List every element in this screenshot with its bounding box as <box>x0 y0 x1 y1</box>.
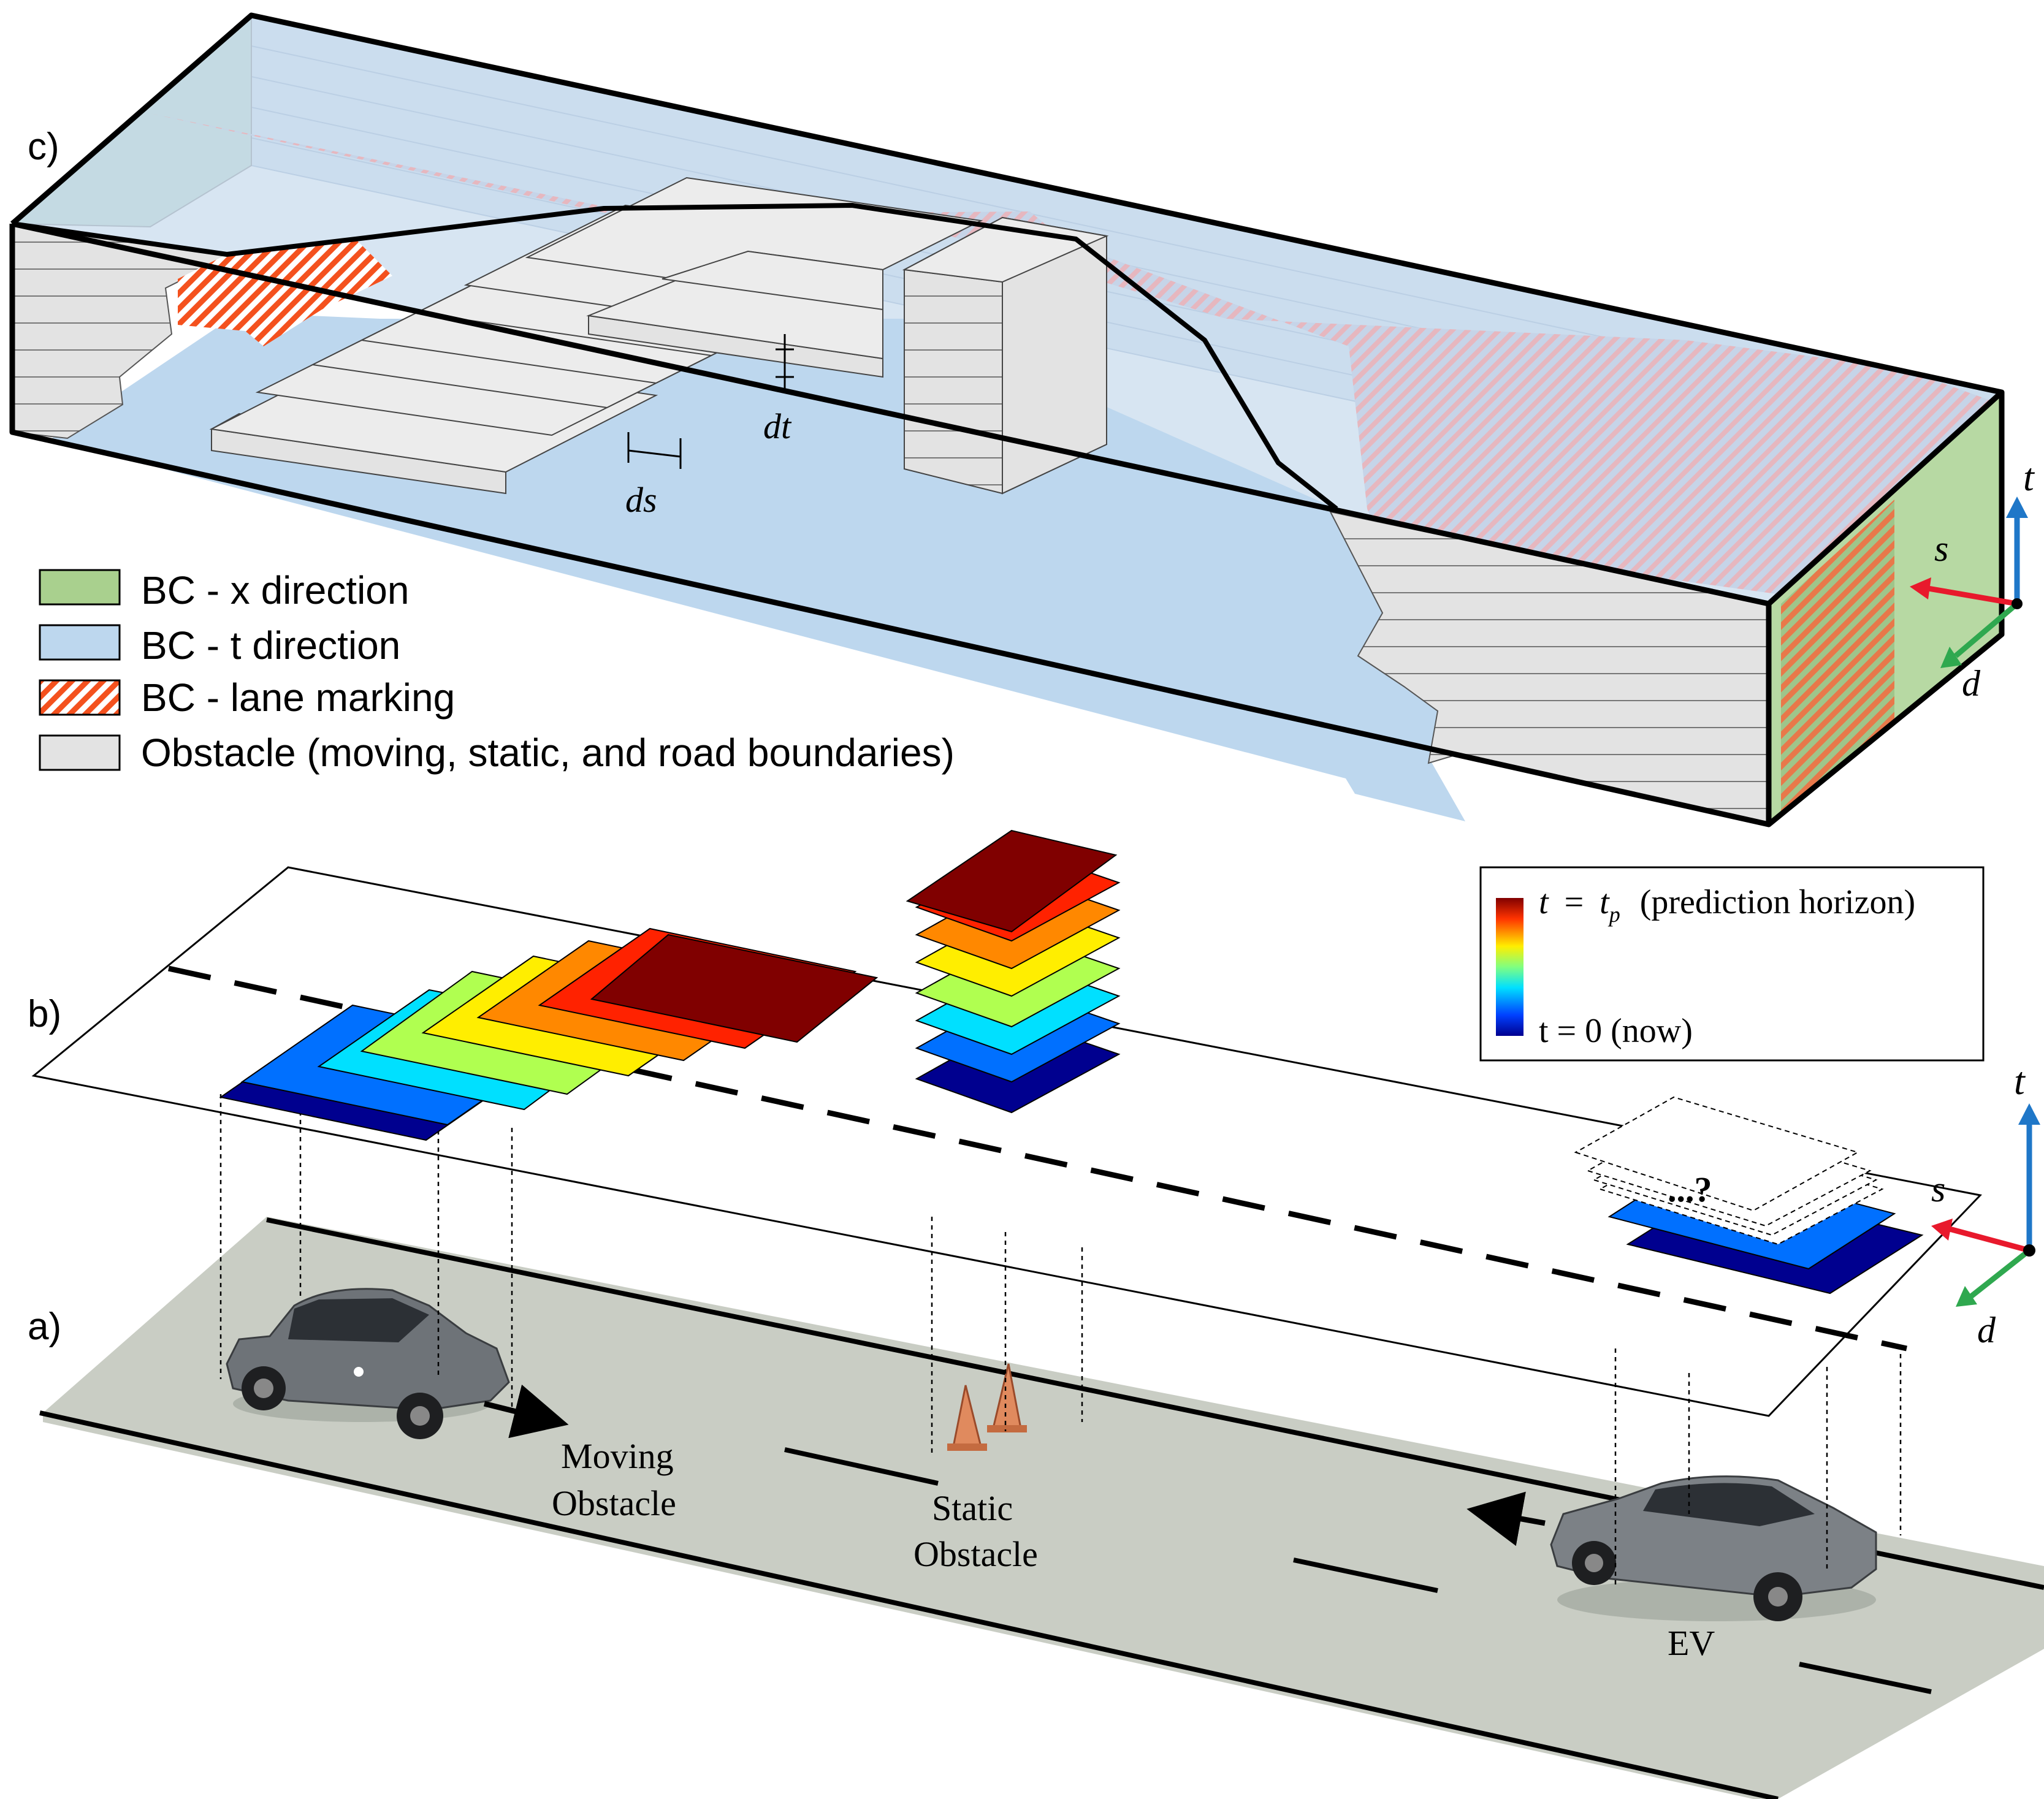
panel-c-3d-grid: ds dt t s d c) <box>9 12 2035 827</box>
legend-label-obstacle: Obstacle (moving, static, and road bound… <box>141 731 955 775</box>
right-end-lane-marking <box>1781 500 1894 812</box>
axes-triad-b <box>1931 1103 2040 1307</box>
static-obstacle-prediction-layers <box>906 829 1121 1114</box>
colorbar-top-label: t = tp (prediction horizon) <box>1539 883 1915 930</box>
moving-obstacle-label-2: Obstacle <box>552 1483 676 1523</box>
axes-triad-c <box>1910 496 2028 668</box>
moving-obstacle-label-1: Moving <box>561 1436 674 1476</box>
axis-s-label-b: s <box>1931 1169 1945 1209</box>
ev-label: EV <box>1668 1623 1715 1663</box>
panel-a-label: a) <box>28 1306 61 1348</box>
panel-c-label: c) <box>28 126 59 168</box>
colorbar-frame <box>1479 866 1985 1062</box>
ego-prediction-layers <box>1574 1096 1924 1295</box>
unknown-future-label: ...? <box>1668 1170 1712 1209</box>
center-lane-dashes <box>784 1447 1932 1694</box>
dimension-marks <box>627 334 794 469</box>
panel-b-occupancy-plane: ...? t s d b) <box>28 829 2040 1588</box>
ds-label: ds <box>625 480 657 520</box>
road-boundary-edge-line <box>12 203 1338 511</box>
dt-label: dt <box>763 406 792 446</box>
panel-b-label: b) <box>28 993 61 1035</box>
legend-label-x-bc: BC - x direction <box>141 568 409 612</box>
static-obstacle-prism <box>902 216 1109 495</box>
box-outline <box>9 12 2005 827</box>
axis-t-label-c: t <box>2023 455 2035 499</box>
colorbar-gradient <box>1496 898 1523 1036</box>
lane-marking-band-back <box>150 113 2002 595</box>
legend: BC - x direction BC - t direction BC - l… <box>39 568 955 775</box>
legend-swatch-x-bc <box>39 569 121 606</box>
panel-a-road-scene: Moving Obstacle Static Obstacle EV a) <box>28 1217 2044 1799</box>
legend-label-lane-marking: BC - lane marking <box>141 675 455 720</box>
axis-d-label-c: d <box>1962 663 1981 704</box>
axis-t-label-b: t <box>2014 1059 2026 1103</box>
legend-swatch-lane-marking <box>39 679 121 716</box>
legend-swatch-obstacle <box>39 734 121 771</box>
static-obstacle-label-1: Static <box>932 1488 1013 1528</box>
traffic-cone-icon <box>947 1363 1027 1451</box>
lane-marking-patch <box>178 239 392 346</box>
moving-obstacle-prediction-layers <box>219 927 879 1141</box>
axis-d-label-b: d <box>1977 1310 1996 1350</box>
axis-s-label-c: s <box>1934 528 1948 569</box>
road-surface <box>43 1217 2044 1799</box>
colorbar-legend: t = tp (prediction horizon) t = 0 (now) <box>1479 866 1985 1062</box>
colorbar-bottom-label: t = 0 (now) <box>1539 1012 1693 1050</box>
legend-swatch-t-bc <box>39 624 121 661</box>
road-edge-near <box>39 1410 1779 1799</box>
legend-label-t-bc: BC - t direction <box>141 623 400 667</box>
ego-vehicle-car <box>1466 1475 1877 1621</box>
projection-lines <box>219 1094 1902 1588</box>
static-obstacle-label-2: Obstacle <box>913 1534 1038 1574</box>
